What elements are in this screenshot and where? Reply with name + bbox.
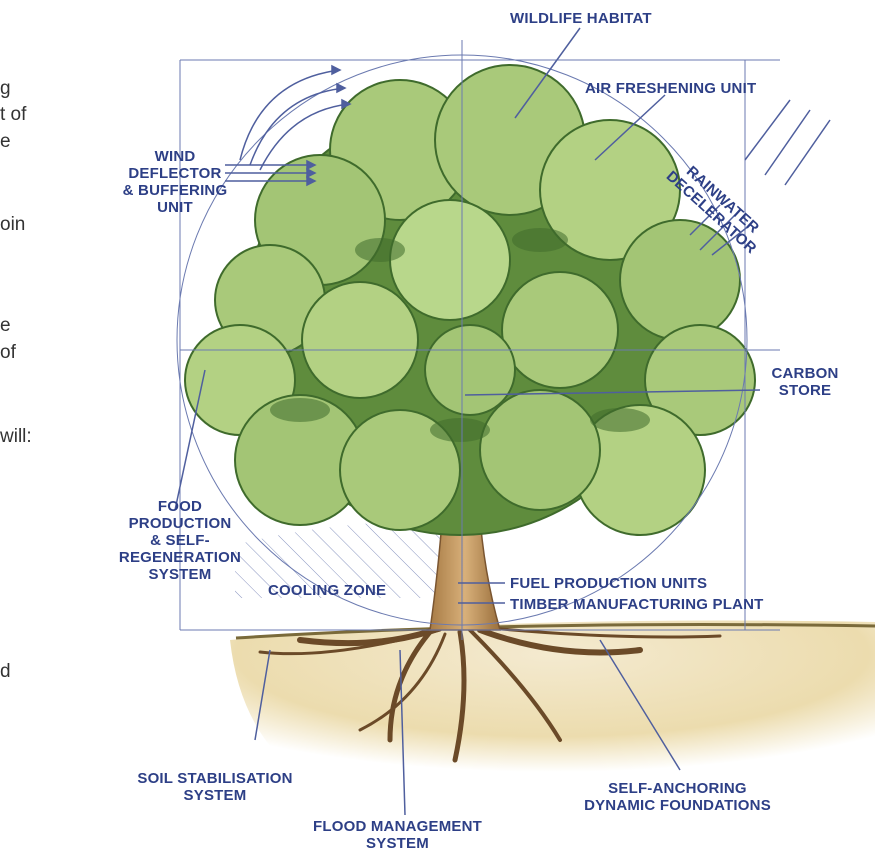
label-line: PRODUCTION (128, 515, 232, 532)
label-line: UNIT (157, 199, 193, 216)
label-cooling-zone: COOLING ZONE (268, 582, 386, 599)
cooling-zone-hatch (235, 520, 460, 598)
label-wildlife-habitat: WILDLIFE HABITAT (510, 10, 652, 27)
label-line: SYSTEM (148, 566, 212, 583)
label-air-freshening-unit: AIR FRESHENING UNIT (585, 80, 756, 97)
label-wind-deflector: WIND DEFLECTOR & BUFFERING UNIT (110, 148, 240, 216)
label-line: COOLING ZONE (268, 582, 387, 599)
tree-roots (258, 625, 722, 763)
label-line: DYNAMIC FOUNDATIONS (584, 797, 771, 814)
label-line: FLOOD MANAGEMENT (312, 818, 483, 835)
soil-ground (230, 620, 875, 789)
text-fragment: e (0, 131, 11, 152)
wind-arrows (225, 64, 352, 187)
label-self-anchoring: SELF-ANCHORING DYNAMIC FOUNDATIONS (560, 780, 795, 814)
label-line: STORE (778, 382, 832, 399)
label-line: SYSTEM (183, 787, 247, 804)
label-line: DEFLECTOR (128, 165, 222, 182)
label-line: TIMBER MANUFACTURING PLANT (510, 596, 764, 613)
label-line: WIND (154, 148, 196, 165)
grass-line (235, 623, 875, 640)
label-timber-manufacturing-plant: TIMBER MANUFACTURING PLANT (510, 596, 764, 613)
label-line: WILDLIFE HABITAT (510, 10, 652, 27)
label-line: SELF-ANCHORING (608, 780, 747, 797)
label-line: FUEL PRODUCTION UNITS (510, 575, 708, 592)
label-line: AIR FRESHENING UNIT (585, 80, 757, 97)
text-fragment: oin (0, 214, 26, 235)
label-line: SOIL STABILISATION (137, 770, 293, 787)
leader-lines (174, 27, 761, 816)
label-line: FOOD (157, 498, 203, 515)
text-fragment: t of (0, 104, 27, 125)
label-flood-management: FLOOD MANAGEMENT SYSTEM (290, 818, 505, 852)
text-fragment: will: (0, 426, 32, 447)
rain-arrows (689, 99, 831, 256)
text-fragment: of (0, 342, 16, 363)
label-line: & BUFFERING (122, 182, 228, 199)
text-fragment: g (0, 78, 11, 99)
tree-foliage (184, 64, 756, 536)
label-line: & SELF- (150, 532, 210, 549)
label-line: CARBON (771, 365, 839, 382)
label-soil-stabilisation: SOIL STABILISATION SYSTEM (115, 770, 315, 804)
label-fuel-production-units: FUEL PRODUCTION UNITS (510, 575, 707, 592)
label-line: SYSTEM (366, 835, 429, 852)
label-line: REGENERATION (118, 549, 242, 566)
label-carbon-store: CARBON STORE (765, 365, 845, 399)
label-food-production: FOOD PRODUCTION & SELF- REGENERATION SYS… (115, 498, 245, 583)
text-fragment: d (0, 661, 11, 682)
construction-grid (176, 40, 780, 640)
text-fragment: e (0, 315, 11, 336)
foliage-shadows (270, 228, 650, 442)
